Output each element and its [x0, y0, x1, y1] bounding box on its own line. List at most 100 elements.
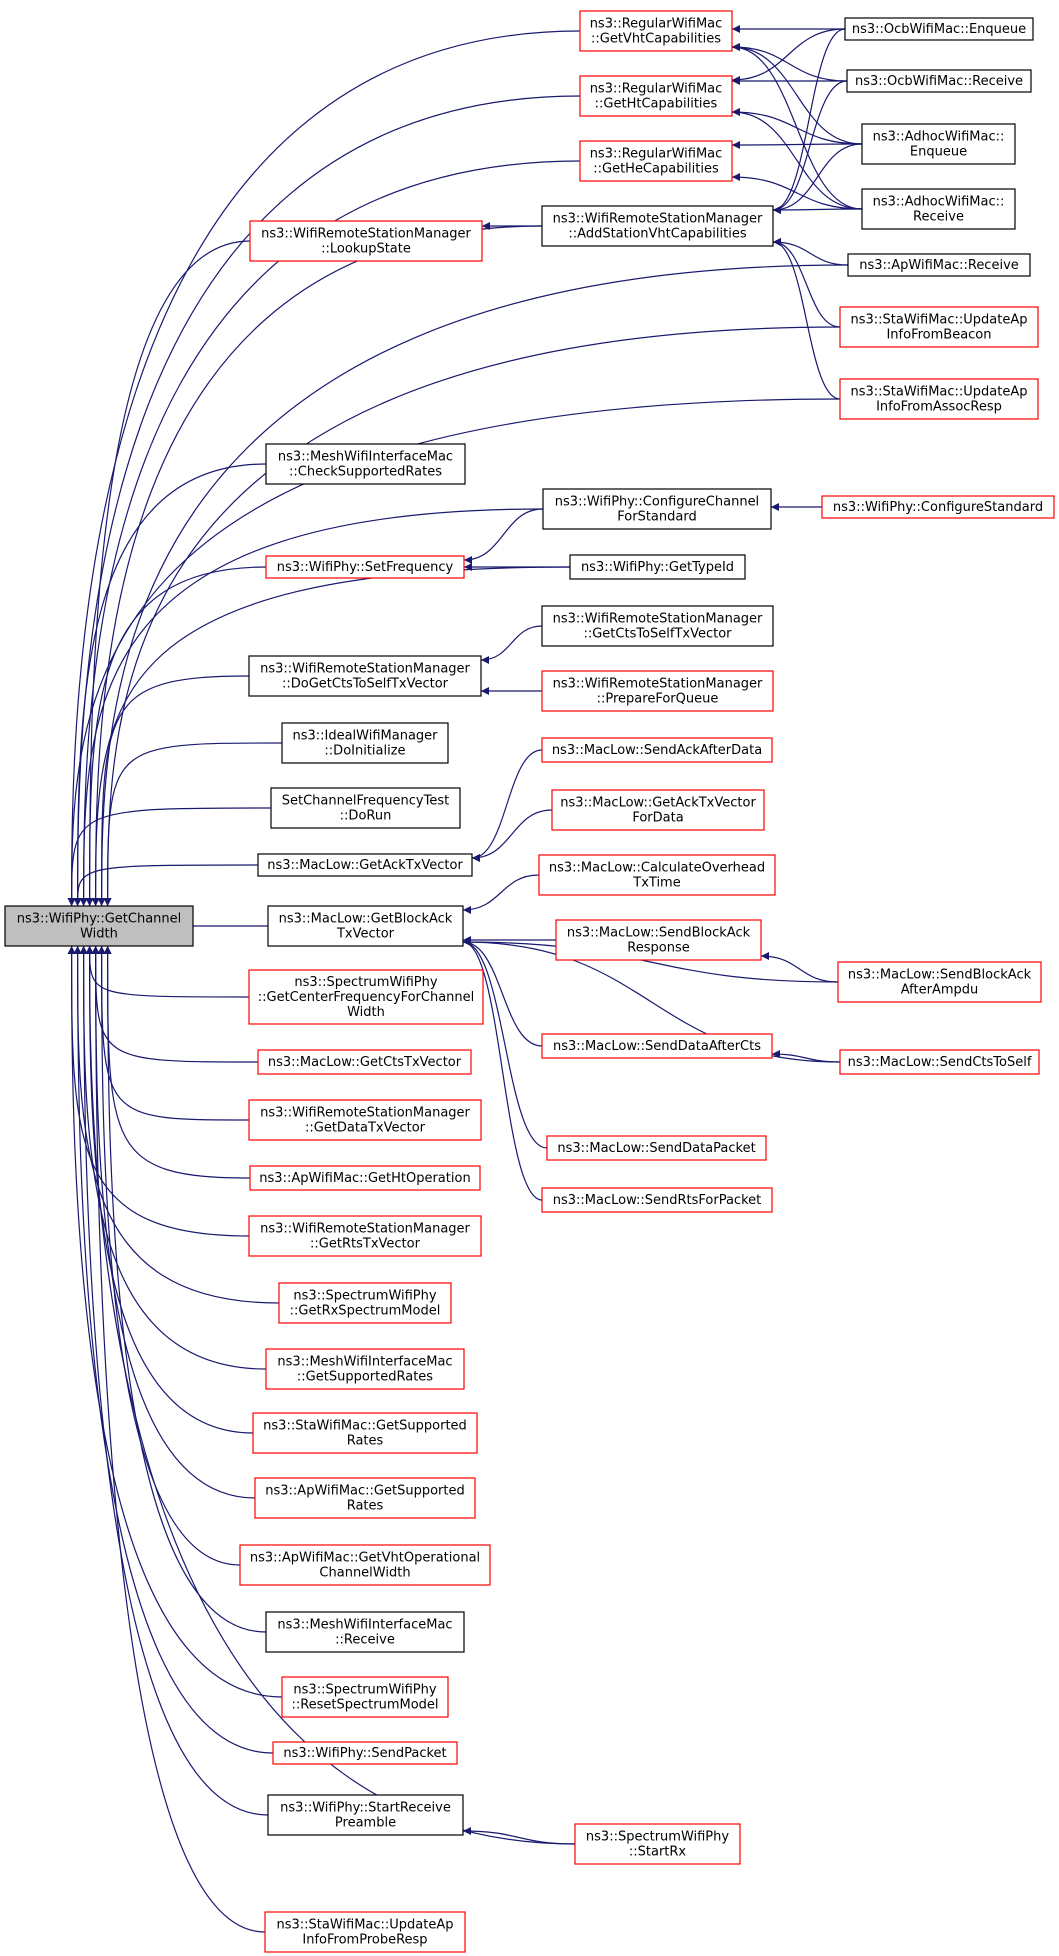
edge-confchan-to-root	[79, 508, 544, 907]
edge-setchanfreq-to-root	[67, 807, 272, 907]
node-getvht[interactable]: ns3::RegularWifiMac::GetVhtCapabilities	[579, 10, 733, 52]
node-label-line: ns3::AdhocWifiMac::	[873, 130, 1005, 145]
edge-apsupp-to-root	[91, 945, 256, 1499]
edge-adhocrecv-to-getht	[731, 108, 863, 210]
edge-adhocrecv-to-gethe	[731, 173, 863, 210]
node-label-line: ns3::SpectrumWifiPhy	[294, 975, 437, 990]
node-box	[541, 1187, 773, 1213]
node-setchanfreq: SetChannelFrequencyTest::DoRun	[270, 787, 461, 829]
edge-getdata-to-root	[97, 945, 250, 1121]
node-getrxspec[interactable]: ns3::SpectrumWifiPhy::GetRxSpectrumModel	[278, 1282, 452, 1324]
node-label-line: ns3::MeshWifiInterfaceMac	[277, 1355, 452, 1370]
nodes-layer: ns3::WifiPhy::GetChannelWidthns3::Regula…	[4, 10, 1055, 1953]
node-sendpkt[interactable]: ns3::WifiPhy::SendPacket	[272, 1741, 458, 1765]
node-sendctsself[interactable]: ns3::MacLow::SendCtsToSelf	[839, 1049, 1040, 1075]
node-box	[846, 69, 1032, 93]
node-senddatapkt[interactable]: ns3::MacLow::SendDataPacket	[546, 1135, 767, 1161]
node-label-line: ns3::MacLow::GetCtsTxVector	[268, 1055, 462, 1070]
node-label-line: ns3::WifiRemoteStationManager	[261, 227, 471, 242]
node-box	[257, 853, 473, 877]
node-resetspec[interactable]: ns3::SpectrumWifiPhy::ResetSpectrumModel	[281, 1676, 449, 1718]
edge-ocbenq-to-addvht	[772, 28, 846, 214]
node-sendackafter[interactable]: ns3::MacLow::SendAckAfterData	[541, 737, 773, 763]
node-box	[281, 722, 449, 764]
node-box	[551, 789, 765, 831]
node-box	[837, 961, 1042, 1003]
node-label-line: ns3::WifiPhy::ConfigureStandard	[833, 500, 1043, 515]
node-label-line: ns3::ApWifiMac::Receive	[859, 258, 1019, 273]
node-box	[248, 655, 482, 697]
node-box	[542, 488, 772, 530]
node-box	[265, 1348, 465, 1390]
node-stasupp[interactable]: ns3::StaWifiMac::GetSupportedRates	[252, 1412, 478, 1454]
edge-adhocenq-to-getvht	[731, 43, 863, 145]
node-getht2[interactable]: ns3::ApWifiMac::GetHtOperation	[249, 1165, 481, 1191]
node-setfreq[interactable]: ns3::WifiPhy::SetFrequency	[265, 555, 465, 579]
edge-getht-to-root	[73, 95, 581, 907]
edge-getcts-to-root	[91, 945, 259, 1063]
node-getdata[interactable]: ns3::WifiRemoteStationManager::GetDataTx…	[248, 1099, 482, 1141]
node-label-line: ns3::MacLow::GetAckTxVector	[560, 796, 756, 811]
node-label-line: ns3::MacLow::SendRtsForPacket	[553, 1193, 762, 1208]
node-label-line: TxVector	[336, 927, 395, 942]
node-box	[278, 1282, 452, 1324]
node-getht[interactable]: ns3::RegularWifiMac::GetHtCapabilities	[579, 75, 733, 117]
node-adhocrecv: ns3::AdhocWifiMac::Receive	[861, 188, 1016, 230]
node-label-line: ns3::WifiRemoteStationManager	[553, 677, 763, 692]
node-meshsupp[interactable]: ns3::MeshWifiInterfaceMac::GetSupportedR…	[265, 1348, 465, 1390]
edge-dogetcts-to-root	[97, 675, 250, 907]
node-getcts[interactable]: ns3::MacLow::GetCtsTxVector	[257, 1049, 472, 1075]
node-box	[541, 670, 774, 712]
node-label-line: ns3::SpectrumWifiPhy	[293, 1289, 436, 1304]
node-label-line: ::AddStationVhtCapabilities	[568, 227, 746, 242]
edge-meshrecv-to-root	[103, 945, 267, 1633]
node-staupdassoc[interactable]: ns3::StaWifiMac::UpdateApInfoFromAssocRe…	[839, 378, 1039, 420]
node-label-line: ns3::IdealWifiManager	[292, 729, 438, 744]
node-box	[839, 378, 1039, 420]
node-apsupp[interactable]: ns3::ApWifiMac::GetSupportedRates	[254, 1477, 476, 1519]
edge-meshcheck-to-root	[73, 463, 267, 907]
node-box	[265, 443, 466, 485]
node-label-line: ns3::ApWifiMac::GetSupported	[265, 1484, 464, 1499]
node-getrts[interactable]: ns3::WifiRemoteStationManager::GetRtsTxV…	[248, 1215, 482, 1257]
node-label-line: ns3::MacLow::SendDataPacket	[557, 1141, 755, 1156]
node-label-line: Width	[347, 1005, 385, 1020]
node-label-line: ::GetSupportedRates	[297, 1370, 433, 1385]
node-lookup[interactable]: ns3::WifiRemoteStationManager::LookupSta…	[249, 220, 483, 262]
node-label-line: TxTime	[632, 876, 680, 891]
node-box	[546, 1135, 767, 1161]
node-box	[541, 605, 774, 647]
edge-setfreq-to-root	[85, 566, 267, 907]
node-box	[555, 919, 762, 961]
node-confchan: ns3::WifiPhy::ConfigureChannelForStandar…	[542, 488, 772, 530]
edge-sendbaampdu-to-sendbaresp	[760, 952, 839, 983]
node-label-line: ns3::WifiPhy::SendPacket	[283, 1746, 446, 1761]
node-confstd[interactable]: ns3::WifiPhy::ConfigureStandard	[821, 495, 1055, 519]
node-box	[541, 737, 773, 763]
node-senddataafter[interactable]: ns3::MacLow::SendDataAfterCts	[541, 1033, 773, 1059]
edge-ocbenq-to-getht	[731, 28, 846, 84]
edge-apvhtop-to-root	[97, 945, 241, 1566]
node-getcenter[interactable]: ns3::SpectrumWifiPhy::GetCenterFrequency…	[248, 969, 484, 1025]
node-prepq[interactable]: ns3::WifiRemoteStationManager::PrepareFo…	[541, 670, 774, 712]
edge-stasupp-to-root	[85, 945, 254, 1434]
node-box	[861, 188, 1016, 230]
edge-ocbrecv-to-addvht	[772, 80, 848, 214]
node-staupdprobe[interactable]: ns3::StaWifiMac::UpdateApInfoFromProbeRe…	[264, 1911, 466, 1953]
edge-ocbrecv-to-getvht	[731, 43, 848, 82]
edge-getack-to-root	[73, 864, 259, 907]
node-label-line: ::ResetSpectrumModel	[291, 1698, 438, 1713]
node-startrx[interactable]: ns3::SpectrumWifiPhy::StartRx	[574, 1823, 741, 1865]
node-apvhtop[interactable]: ns3::ApWifiMac::GetVhtOperationalChannel…	[239, 1544, 491, 1586]
edge-senddataafter-to-getblockack	[462, 938, 543, 1047]
node-label-line: ns3::OcbWifiMac::Enqueue	[852, 22, 1026, 37]
node-sendrts[interactable]: ns3::MacLow::SendRtsForPacket	[541, 1187, 773, 1213]
node-gethe[interactable]: ns3::RegularWifiMac::GetHeCapabilities	[579, 140, 733, 182]
node-box	[281, 1676, 449, 1718]
